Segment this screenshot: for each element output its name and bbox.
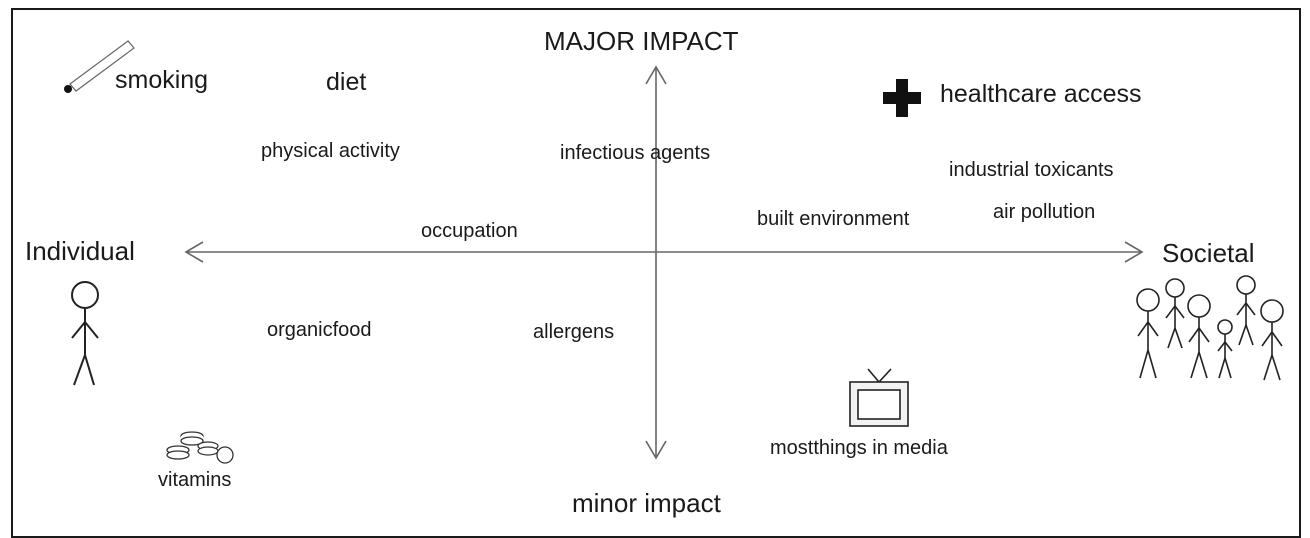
axis-label-top: MAJOR IMPACT bbox=[544, 26, 739, 56]
crowd-figure-4 bbox=[1217, 319, 1233, 379]
crowd-figure-5 bbox=[1236, 275, 1256, 346]
factor-organic-food: organicfood bbox=[267, 319, 372, 341]
crowd-figure-6 bbox=[1260, 299, 1284, 381]
crowd-figure-3 bbox=[1187, 294, 1211, 379]
factor-smoking: smoking bbox=[115, 66, 209, 94]
crowd-figure-1 bbox=[1136, 288, 1160, 379]
axis-label-right: Societal bbox=[1162, 238, 1255, 268]
vitamins-icon bbox=[166, 431, 234, 464]
horizontal-axis-arrow bbox=[184, 241, 1144, 263]
crowd-icon bbox=[1136, 275, 1284, 381]
axis-label-bottom: minor impact bbox=[572, 488, 721, 518]
television-icon bbox=[849, 368, 909, 427]
crowd-figure-2 bbox=[1165, 278, 1185, 349]
factor-air-pollution: air pollution bbox=[993, 201, 1096, 223]
factor-industrial-toxicants: industrial toxicants bbox=[949, 159, 1114, 181]
axis-label-left: Individual bbox=[25, 236, 135, 266]
cigarette-icon bbox=[64, 40, 135, 93]
factor-diet: diet bbox=[326, 68, 367, 96]
factor-built-environment: built environment bbox=[757, 208, 910, 230]
vertical-axis-arrow bbox=[645, 65, 667, 460]
factor-healthcare-access: healthcare access bbox=[940, 80, 1142, 108]
factor-allergens: allergens bbox=[533, 321, 615, 343]
factor-media: mostthings in media bbox=[770, 437, 948, 459]
stick-figure-icon bbox=[71, 281, 99, 386]
factor-vitamins: vitamins bbox=[158, 469, 232, 491]
factor-occupation: occupation bbox=[421, 220, 518, 242]
plus-cross-icon bbox=[883, 79, 921, 117]
diagram-art bbox=[64, 40, 1284, 464]
factor-physical-activity: physical activity bbox=[261, 140, 400, 162]
factor-infectious-agents: infectious agents bbox=[560, 142, 711, 164]
